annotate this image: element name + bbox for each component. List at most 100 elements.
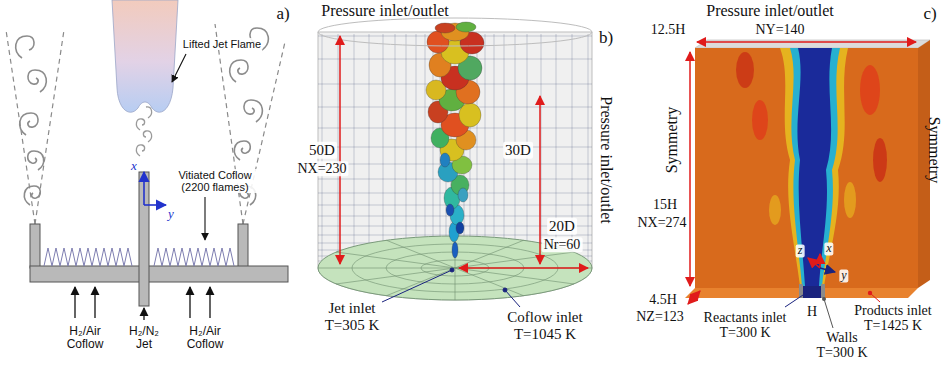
- lifted-flame: [112, 0, 178, 112]
- panel-letter: a): [276, 5, 289, 24]
- axis-label: z: [796, 244, 805, 257]
- leader-lines: [804, 291, 808, 295]
- inflow-label: H₂/N₂ Jet: [122, 325, 166, 351]
- dimension-label: 30D: [503, 142, 533, 159]
- dimension-label: 4.5H: [649, 292, 677, 307]
- burner-body: [30, 266, 288, 282]
- leader-lines: [382, 270, 452, 302]
- leader-lines: [382, 268, 520, 307]
- axis-arrows: [143, 172, 145, 205]
- burner-body: [30, 224, 40, 268]
- jet-vortices: [136, 107, 151, 156]
- pointer-arrows: [172, 54, 186, 82]
- panel-letter: c): [923, 5, 936, 24]
- boundary-label: Symmetry: [925, 117, 943, 184]
- turbulent-jet-flame: [456, 222, 464, 234]
- inflow-arrows: [209, 287, 210, 318]
- axis-label: x: [824, 242, 833, 255]
- cylinder-top: [318, 18, 592, 46]
- coflow-flamelets: [44, 248, 234, 266]
- inlet-label: Reactants inlet T=300 K: [695, 310, 795, 341]
- coflow-inlet-disc: [318, 236, 592, 300]
- slab-domain: [695, 40, 930, 48]
- mesh-plane: [318, 34, 592, 264]
- hot-streaks: [844, 182, 856, 218]
- pointer-arrows: [172, 54, 205, 240]
- inflow-arrows: [143, 308, 144, 320]
- inflow-label: H₂/Air Coflow: [60, 325, 110, 351]
- shear-layer-vortices: [230, 60, 248, 82]
- dimension-label: 50D: [307, 142, 337, 159]
- mesh-count: NX=274: [637, 215, 686, 230]
- jet-vortices: [136, 119, 144, 130]
- inlet-label: Jet inlet T=305 K: [312, 300, 392, 333]
- inlet-and-walls: [821, 284, 825, 298]
- turbulent-jet-flame: [446, 204, 454, 216]
- leader-lines: [505, 290, 520, 307]
- mesh-count: NX=230: [295, 161, 348, 176]
- inflow-label: H₂/Air Coflow: [180, 325, 230, 351]
- hot-streaks: [736, 52, 754, 88]
- axis-label: y: [168, 207, 174, 221]
- domain-cylinder: [318, 32, 592, 300]
- slab-domain: [695, 48, 918, 288]
- coflow-inlet-disc: [318, 236, 592, 300]
- jet-vortices: [146, 107, 152, 118]
- planar-jet: [780, 48, 848, 286]
- burner-body: [139, 172, 149, 306]
- inflow-arrows: [94, 287, 95, 318]
- boundary-label: Pressure inlet/outlet: [597, 96, 615, 224]
- coordinate-axes: [820, 268, 835, 272]
- annotation: Lifted Jet Flame: [181, 38, 263, 50]
- hot-streaks: [860, 65, 880, 115]
- mesh-count: NZ=123: [636, 309, 684, 324]
- inlet-and-walls: [799, 284, 825, 298]
- coordinate-axes: [808, 254, 835, 272]
- coordinate-axes: [808, 258, 820, 268]
- inflow-arrows: [74, 287, 75, 318]
- pointer-arrows: [204, 197, 205, 240]
- dimension-label: 20D: [547, 218, 577, 235]
- inflow-arrows: [189, 287, 190, 318]
- cylinder-top: [318, 18, 592, 46]
- dimension-label: 12.5H: [651, 22, 686, 37]
- coflow-cone-lines: [215, 24, 243, 224]
- inlet-and-walls: [803, 286, 821, 298]
- boundary-label: Pressure inlet/outlet: [706, 2, 834, 20]
- lifted-flame: [112, 0, 178, 112]
- inlet-label: Coflow inlet T=1045 K: [495, 309, 595, 342]
- planar-jet: [780, 48, 848, 286]
- axis-label: y: [839, 269, 848, 282]
- turbulent-jet-flame: [452, 242, 458, 258]
- shear-layer-vortices: [28, 151, 44, 170]
- dimension-arrows: [689, 52, 691, 286]
- dimension-label: H: [807, 304, 817, 319]
- dimension-arrows: [339, 36, 341, 264]
- panel-letter: b): [599, 29, 613, 48]
- leader-lines: [785, 293, 806, 307]
- leader-lines: [868, 291, 872, 295]
- slab-domain: [685, 40, 930, 298]
- turbulent-jet-flame: [426, 22, 484, 258]
- axis-label: x: [131, 159, 137, 173]
- dimension-arrows: [688, 42, 916, 304]
- coordinate-axes: [819, 254, 821, 268]
- mesh-count: NY=140: [755, 22, 804, 37]
- leader-lines: [824, 299, 833, 328]
- turbulent-jet-flame: [435, 23, 455, 33]
- dimension-arrows: [539, 96, 541, 264]
- dimension-label: 15H: [653, 197, 677, 212]
- shear-layer-vortices: [20, 113, 38, 135]
- shear-layer-vortices: [234, 141, 250, 160]
- shear-layer-vortices: [24, 186, 40, 205]
- turbulent-jet-flame: [440, 153, 450, 167]
- dimension-arrows: [459, 267, 588, 269]
- leader-lines: [450, 268, 454, 272]
- shear-layer-vortices: [16, 36, 34, 58]
- jet-vortices: [143, 131, 151, 142]
- coflow-flamelets: [154, 248, 234, 266]
- shear-layer-vortices: [28, 70, 46, 92]
- turbulent-jet-flame: [458, 188, 468, 202]
